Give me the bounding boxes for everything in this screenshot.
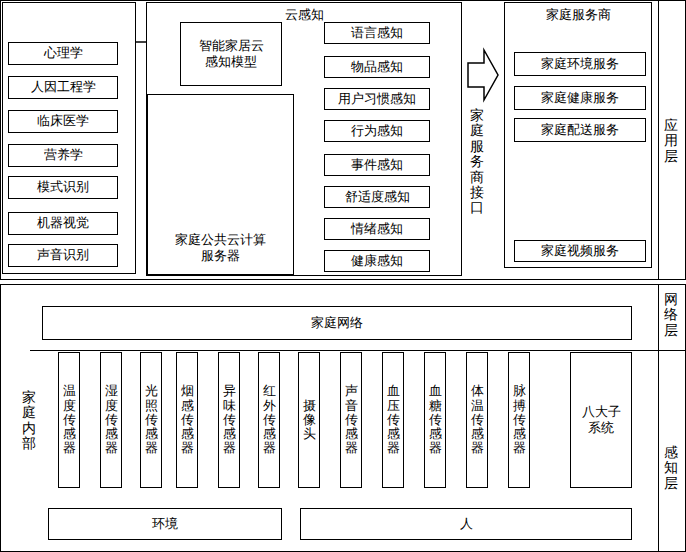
sensor-box: 血糖传感器: [424, 352, 446, 488]
node-text: 家庭健康服务: [541, 90, 619, 106]
discipline-box: 模式识别: [8, 176, 118, 199]
sensor-box: 声音传感器: [340, 352, 362, 488]
node-text: 摄像头: [303, 399, 316, 442]
node-text: 人因工程学: [31, 79, 96, 95]
node-text: 声音传感器: [345, 384, 358, 455]
sensor-box: 体温传感器: [466, 352, 488, 488]
perception-box: 行为感知: [324, 120, 430, 142]
node-text: 体温传感器: [471, 384, 484, 455]
sensor-box: 脉搏传感器: [508, 352, 530, 488]
node-text: 家庭配送服务: [541, 122, 619, 138]
node-text: 家庭服务商: [546, 7, 611, 23]
perception-box: 语言感知: [324, 22, 430, 44]
node-text: 烟感传感器: [181, 384, 194, 455]
node-text: 行为感知: [351, 123, 403, 139]
node-text: 人: [460, 516, 473, 532]
interface-label: 家庭服务商接口: [470, 108, 484, 216]
sensor-box: 烟感传感器: [176, 352, 198, 488]
node-text: 情绪感知: [351, 221, 403, 237]
node-text: 湿度传感器: [105, 384, 118, 455]
sensor-box: 摄像头: [298, 352, 320, 488]
sensor-box: 血压传感器: [382, 352, 404, 488]
node-text: 事件感知: [351, 157, 403, 173]
discipline-box: 营养学: [8, 144, 118, 167]
discipline-box: 心理学: [8, 42, 118, 65]
subsystem-box: 八大子系统: [570, 352, 632, 488]
node-text: 血压传感器: [387, 384, 400, 455]
service-box: 家庭视频服务: [514, 240, 646, 262]
node-text: 物品感知: [351, 59, 403, 75]
separator-line: [30, 350, 686, 351]
sensor-box: 异味传感器: [218, 352, 240, 488]
discipline-box: 临床医学: [8, 110, 118, 133]
node-text: 红外传感器: [263, 384, 276, 455]
perception-box: 物品感知: [324, 56, 430, 78]
node-text: 家庭网络: [311, 315, 363, 331]
discipline-box: 声音识别: [8, 244, 118, 267]
node-text: 光照传感器: [145, 384, 158, 455]
layer-column-line: [658, 284, 659, 552]
network-box: 家庭网络: [42, 306, 632, 340]
node-text: 语言感知: [351, 25, 403, 41]
sensor-box: 温度传感器: [58, 352, 80, 488]
model-box: 智能家居云感知模型: [180, 22, 282, 86]
discipline-box: 人因工程学: [8, 76, 118, 99]
service-box: 家庭环境服务: [514, 52, 646, 76]
sensor-box: 光照传感器: [140, 352, 162, 488]
node-text: 异味传感器: [223, 384, 236, 455]
node-text: 临床医学: [37, 113, 89, 129]
cloud-group: 云感知智能家居云感知模型家庭公共云计算服务器 语言感知物品感知用户习惯感知行为感知…: [146, 2, 462, 276]
node-text: 环境: [152, 516, 178, 532]
node-text: 智能家居云感知模型: [193, 38, 269, 71]
sensor-box: 红外传感器: [258, 352, 280, 488]
node-text: 模式识别: [37, 179, 89, 195]
node-text: 家庭公共云计算服务器: [173, 232, 269, 265]
node-text: 用户习惯感知: [338, 91, 416, 107]
lower-frame: [1, 285, 686, 552]
provider-group: 家庭服务商家庭环境服务家庭健康服务家庭配送服务家庭视频服务: [504, 2, 652, 268]
perception-box: 事件感知: [324, 154, 430, 176]
node-text: 血糖传感器: [429, 384, 442, 455]
node-text: 声音识别: [37, 247, 89, 263]
discipline-box: 机器视觉: [8, 212, 118, 235]
perception-box: 舒适度感知: [324, 186, 430, 208]
layer-column-line: [658, 0, 659, 280]
person-box: 人: [300, 508, 632, 540]
block-arrow: [468, 50, 498, 100]
environment-box: 环境: [48, 508, 282, 540]
perception-box: 健康感知: [324, 250, 430, 272]
node-text: 脉搏传感器: [513, 384, 526, 455]
layer-label: 感知层: [664, 445, 678, 491]
node-text: 八大子系统: [579, 404, 623, 437]
node-text: 心理学: [44, 45, 83, 61]
node-text: 营养学: [44, 147, 83, 163]
perception-box: 情绪感知: [324, 218, 430, 240]
node-text: 机器视觉: [37, 215, 89, 231]
application-frame: [1, 1, 686, 280]
sensor-box: 湿度传感器: [100, 352, 122, 488]
node-text: 温度传感器: [63, 384, 76, 455]
node-text: 家庭环境服务: [541, 56, 619, 72]
area-label: 家庭内部: [22, 390, 36, 452]
layer-label: 应用层: [664, 118, 678, 164]
node-text: 云感知: [285, 7, 324, 23]
node-text: 舒适度感知: [345, 189, 410, 205]
node-text: 家庭视频服务: [541, 243, 619, 259]
service-box: 家庭配送服务: [514, 118, 646, 142]
discipline-group: 心理学人因工程学临床医学营养学模式识别机器视觉声音识别: [2, 2, 136, 274]
layer-label: 网络层: [664, 292, 678, 338]
node-text: 健康感知: [351, 253, 403, 269]
perception-box: 用户习惯感知: [324, 88, 430, 110]
server-box: 家庭公共云计算服务器: [147, 94, 294, 275]
service-box: 家庭健康服务: [514, 86, 646, 110]
